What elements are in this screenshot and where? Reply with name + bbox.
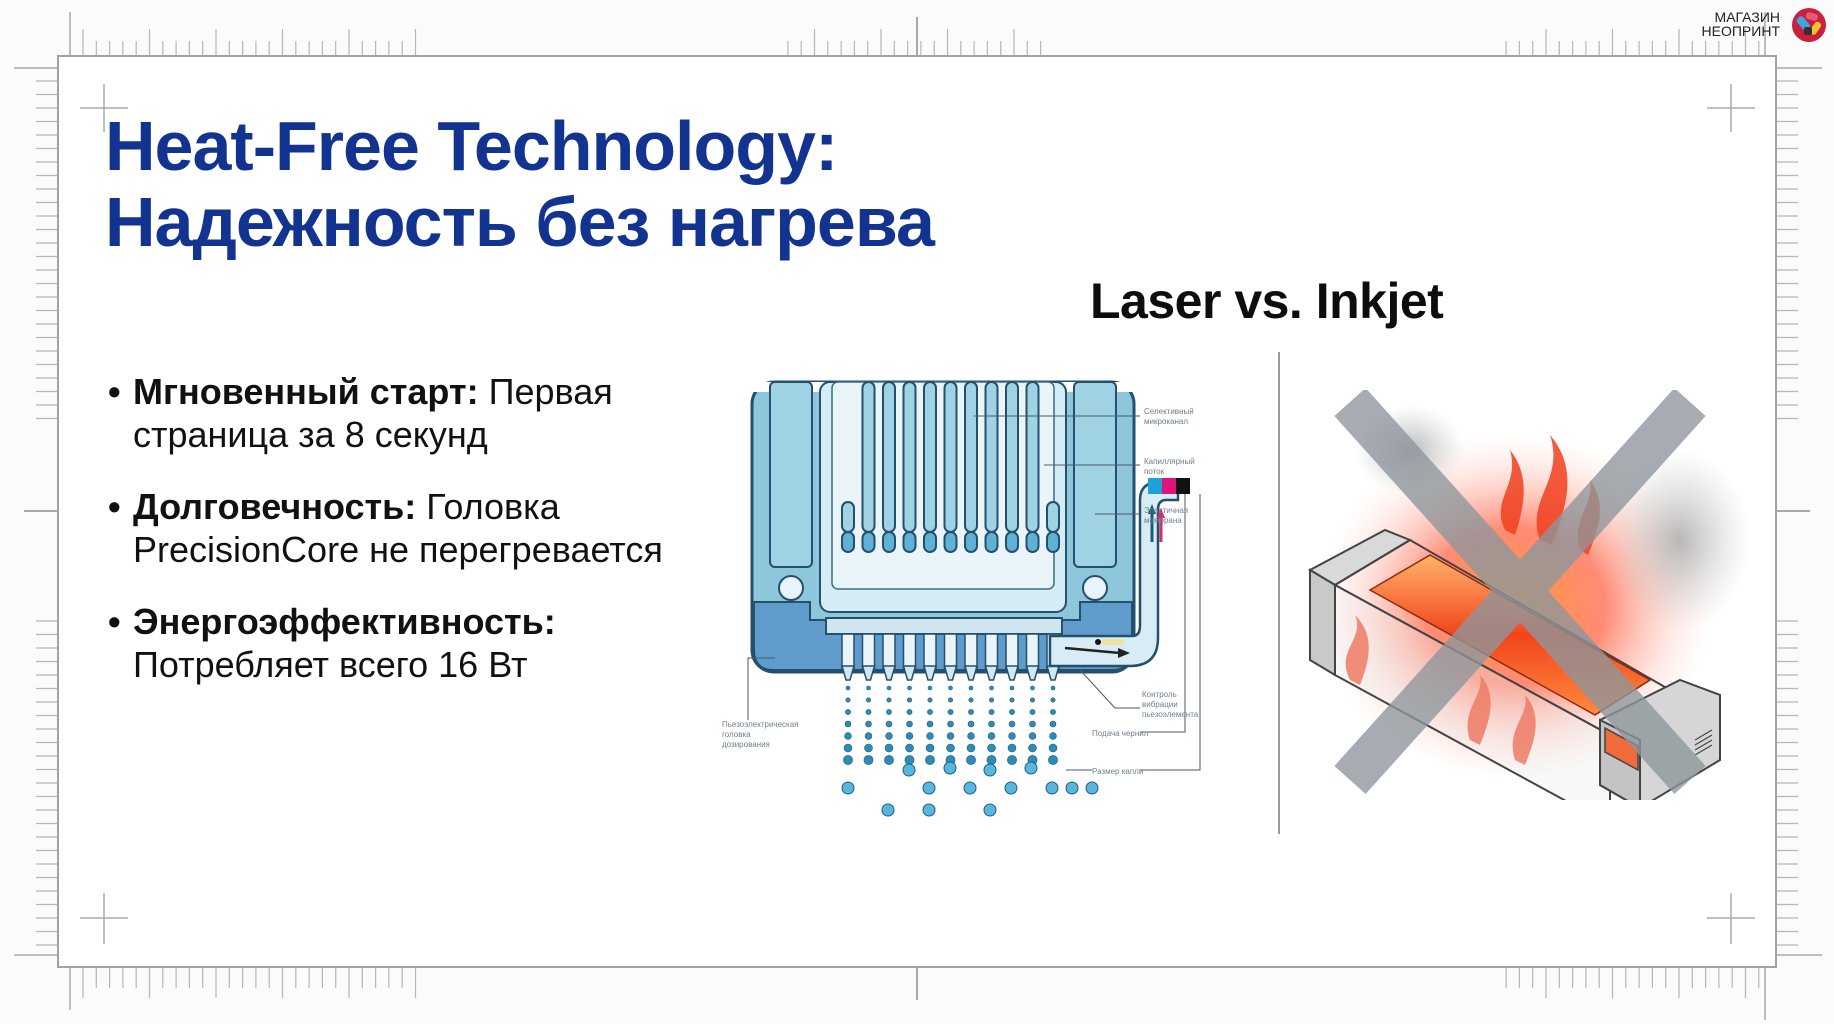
feature-label: Долговечность: [133, 486, 417, 527]
feature-label: Энергоэффективность: [133, 601, 556, 642]
comparison-title: Laser vs. Inkjet [1090, 273, 1444, 329]
feature-text-continued: страница за 8 секунд [133, 414, 488, 455]
svg-text:Контроль: Контроль [1142, 690, 1177, 699]
feature-text-continued: Потребляет всего 16 Вт [133, 644, 528, 685]
svg-text:Селективный: Селективный [1144, 407, 1194, 416]
title-line-1: Heat-Free Technology: [105, 107, 838, 185]
neoprint-logo-icon [1792, 8, 1826, 42]
svg-text:пьезоэлемента: пьезоэлемента [1142, 710, 1199, 719]
svg-text:Эластичная: Эластичная [1144, 506, 1188, 515]
svg-text:Размер капли: Размер капли [1092, 767, 1143, 776]
bullet-icon: • [108, 486, 121, 527]
svg-text:мембрана: мембрана [1144, 516, 1182, 525]
svg-text:головка: головка [722, 730, 751, 739]
feature-item-instant-start: • Мгновенный старт: Первая страница за 8… [108, 370, 748, 456]
svg-text:дозирования: дозирования [722, 740, 770, 749]
comparison-divider [1278, 352, 1280, 834]
slide-title: Heat-Free Technology: Надежность без наг… [105, 107, 935, 261]
feature-item-energy-efficiency: • Энергоэффективность: Потребляет всего … [108, 600, 748, 686]
svg-text:Пьезоэлектрическая: Пьезоэлектрическая [722, 720, 799, 729]
svg-text:Подача чернил: Подача чернил [1092, 729, 1149, 738]
feature-list: • Мгновенный старт: Первая страница за 8… [108, 370, 748, 715]
feature-text-continued: PrecisionCore не перегревается [133, 529, 663, 570]
bullet-icon: • [108, 601, 121, 642]
svg-text:вибрации: вибрации [1142, 700, 1178, 709]
overheating-laser-printer-crossed-out [1307, 390, 1750, 800]
svg-text:Капиллярный: Капиллярный [1144, 457, 1195, 466]
feature-label: Мгновенный старт: [133, 371, 479, 412]
feature-text: Первая [478, 371, 613, 412]
feature-text: Головка [416, 486, 560, 527]
svg-text:микроканал: микроканал [1144, 417, 1188, 426]
brand-name-line2: НЕОПРИНТ [1701, 23, 1780, 39]
feature-item-durability: • Долговечность: Головка PrecisionCore н… [108, 485, 748, 571]
bullet-icon: • [108, 371, 121, 412]
title-line-2: Надежность без нагрева [105, 183, 935, 261]
brand-name-line1: МАГАЗИН [1714, 9, 1780, 25]
svg-text:поток: поток [1144, 467, 1165, 476]
brand-name: МАГАЗИН НЕОПРИНТ [1700, 10, 1780, 38]
